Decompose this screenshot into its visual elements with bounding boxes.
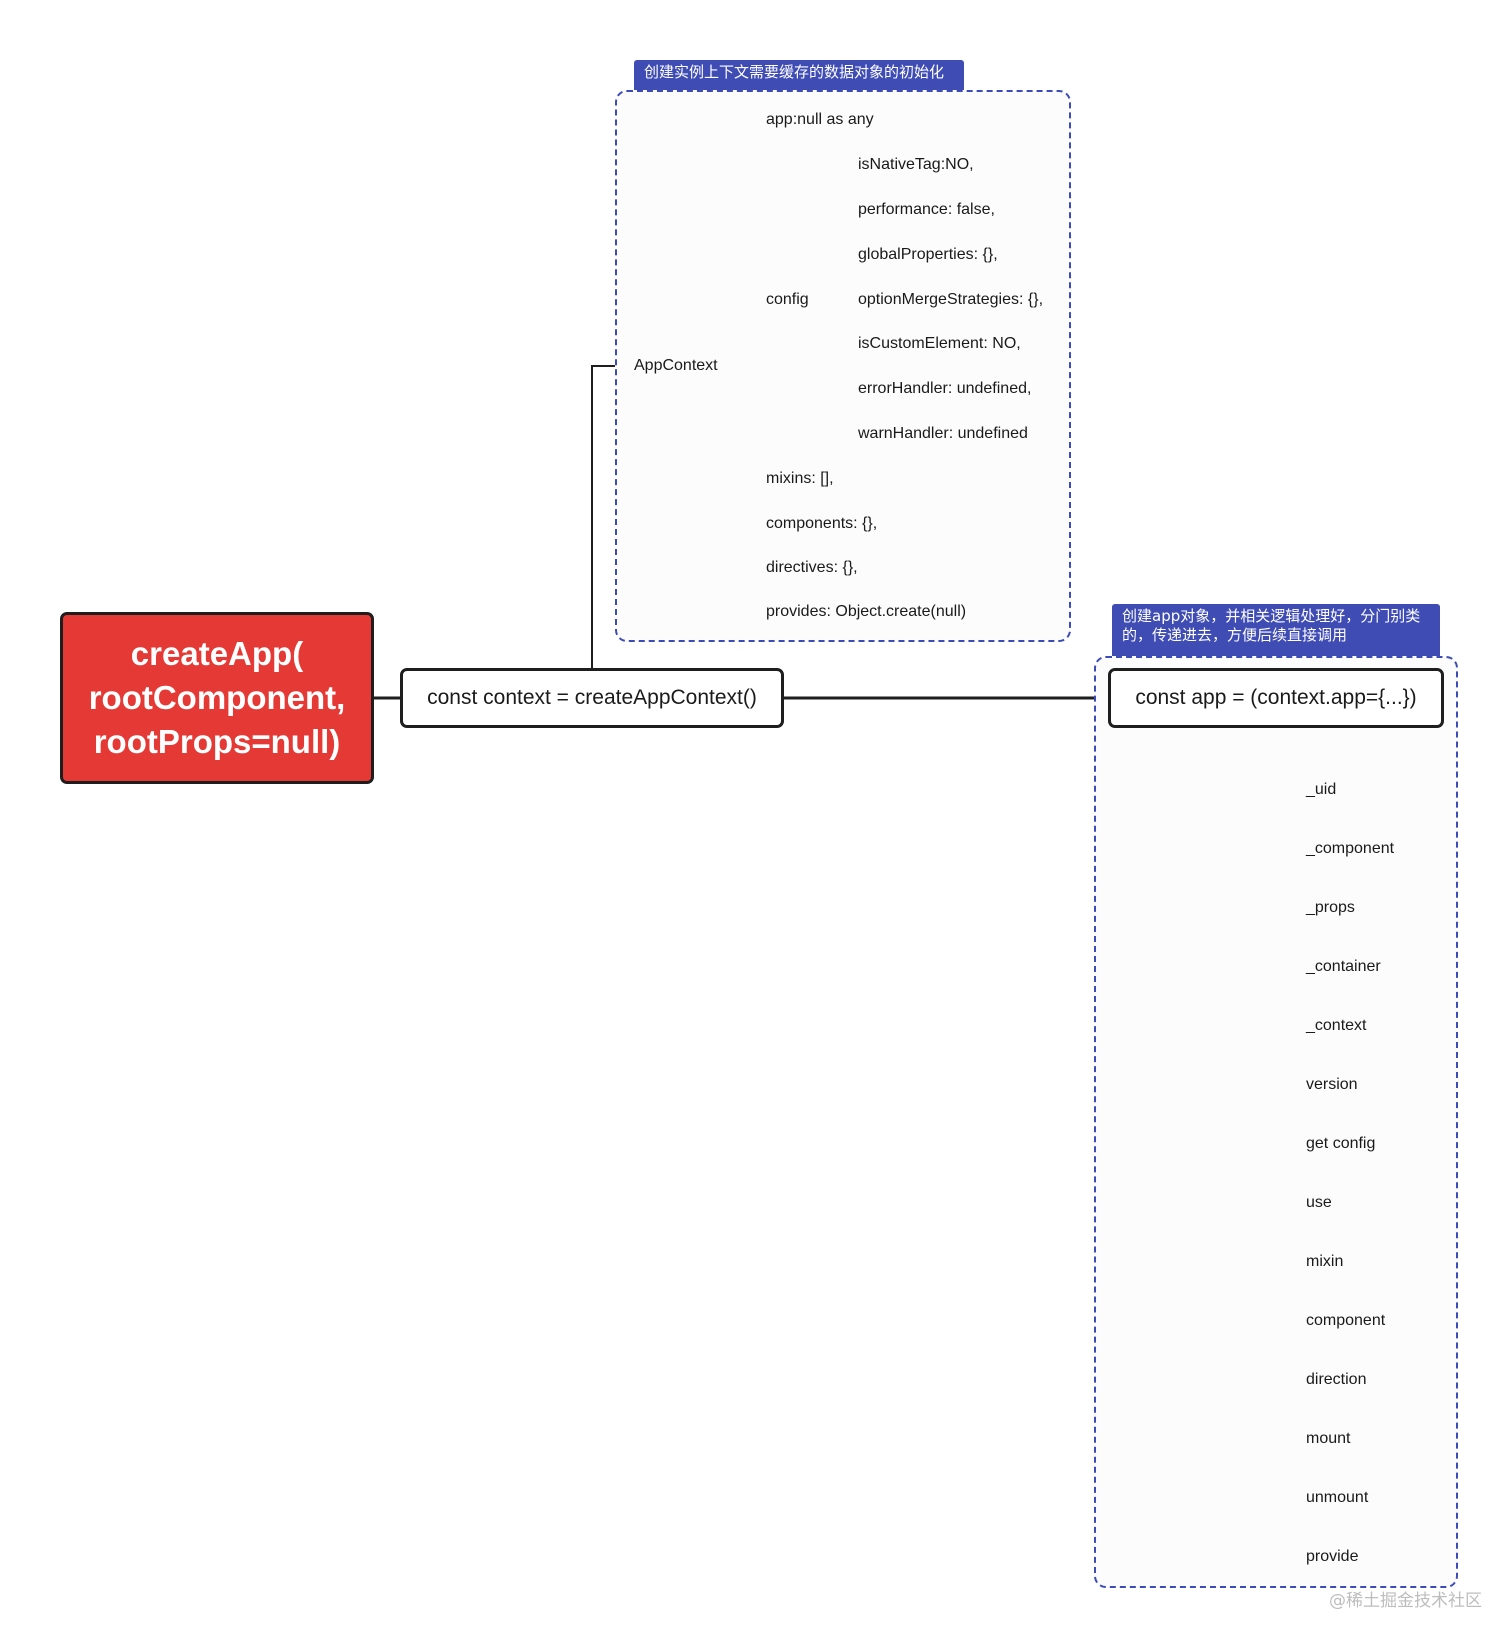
app-item[interactable]: _props <box>1306 899 1355 916</box>
app-item[interactable]: get config <box>1306 1135 1376 1152</box>
app-item[interactable]: use <box>1306 1194 1332 1211</box>
app-group-box <box>1094 656 1458 1588</box>
app-node[interactable]: const app = (context.app={...}) <box>1108 668 1444 728</box>
context-item[interactable]: components: {}, <box>766 515 878 532</box>
config-item[interactable]: globalProperties: {}, <box>858 246 998 263</box>
app-item[interactable]: version <box>1306 1076 1358 1093</box>
context-node[interactable]: const context = createAppContext() <box>400 668 784 728</box>
app-item[interactable]: _container <box>1306 958 1381 975</box>
config-item[interactable]: optionMergeStrategies: {}, <box>858 291 1044 308</box>
context-item[interactable]: app:null as any <box>766 111 874 128</box>
config-item[interactable]: isNativeTag:NO, <box>858 156 974 173</box>
appcontext-node[interactable]: AppContext <box>634 357 718 374</box>
app-group-banner: 创建app对象，并相关逻辑处理好，分门别类 的，传递进去，方便后续直接调用 <box>1112 604 1440 656</box>
app-item[interactable]: component <box>1306 1312 1386 1329</box>
context-item[interactable]: mixins: [], <box>766 470 834 487</box>
app-item[interactable]: mount <box>1306 1430 1351 1447</box>
config-item[interactable]: warnHandler: undefined <box>858 425 1028 442</box>
context-item[interactable]: directives: {}, <box>766 559 858 576</box>
app-item[interactable]: _uid <box>1306 781 1337 798</box>
root-node[interactable]: createApp( rootComponent, rootProps=null… <box>60 612 374 784</box>
context-group-banner: 创建实例上下文需要缓存的数据对象的初始化 <box>634 60 964 90</box>
watermark: @稀土掘金技术社区 <box>1329 1591 1482 1611</box>
app-item[interactable]: provide <box>1306 1548 1359 1565</box>
app-item[interactable]: unmount <box>1306 1489 1369 1506</box>
app-item[interactable]: _component <box>1306 840 1395 857</box>
config-item[interactable]: performance: false, <box>858 201 995 218</box>
app-item[interactable]: direction <box>1306 1371 1367 1388</box>
config-node[interactable]: config <box>766 291 809 308</box>
app-item[interactable]: mixin <box>1306 1253 1344 1270</box>
context-group-box <box>615 90 1071 642</box>
context-item[interactable]: provides: Object.create(null) <box>766 603 967 620</box>
config-item[interactable]: isCustomElement: NO, <box>858 335 1021 352</box>
app-item[interactable]: _context <box>1306 1017 1367 1034</box>
config-item[interactable]: errorHandler: undefined, <box>858 380 1032 397</box>
